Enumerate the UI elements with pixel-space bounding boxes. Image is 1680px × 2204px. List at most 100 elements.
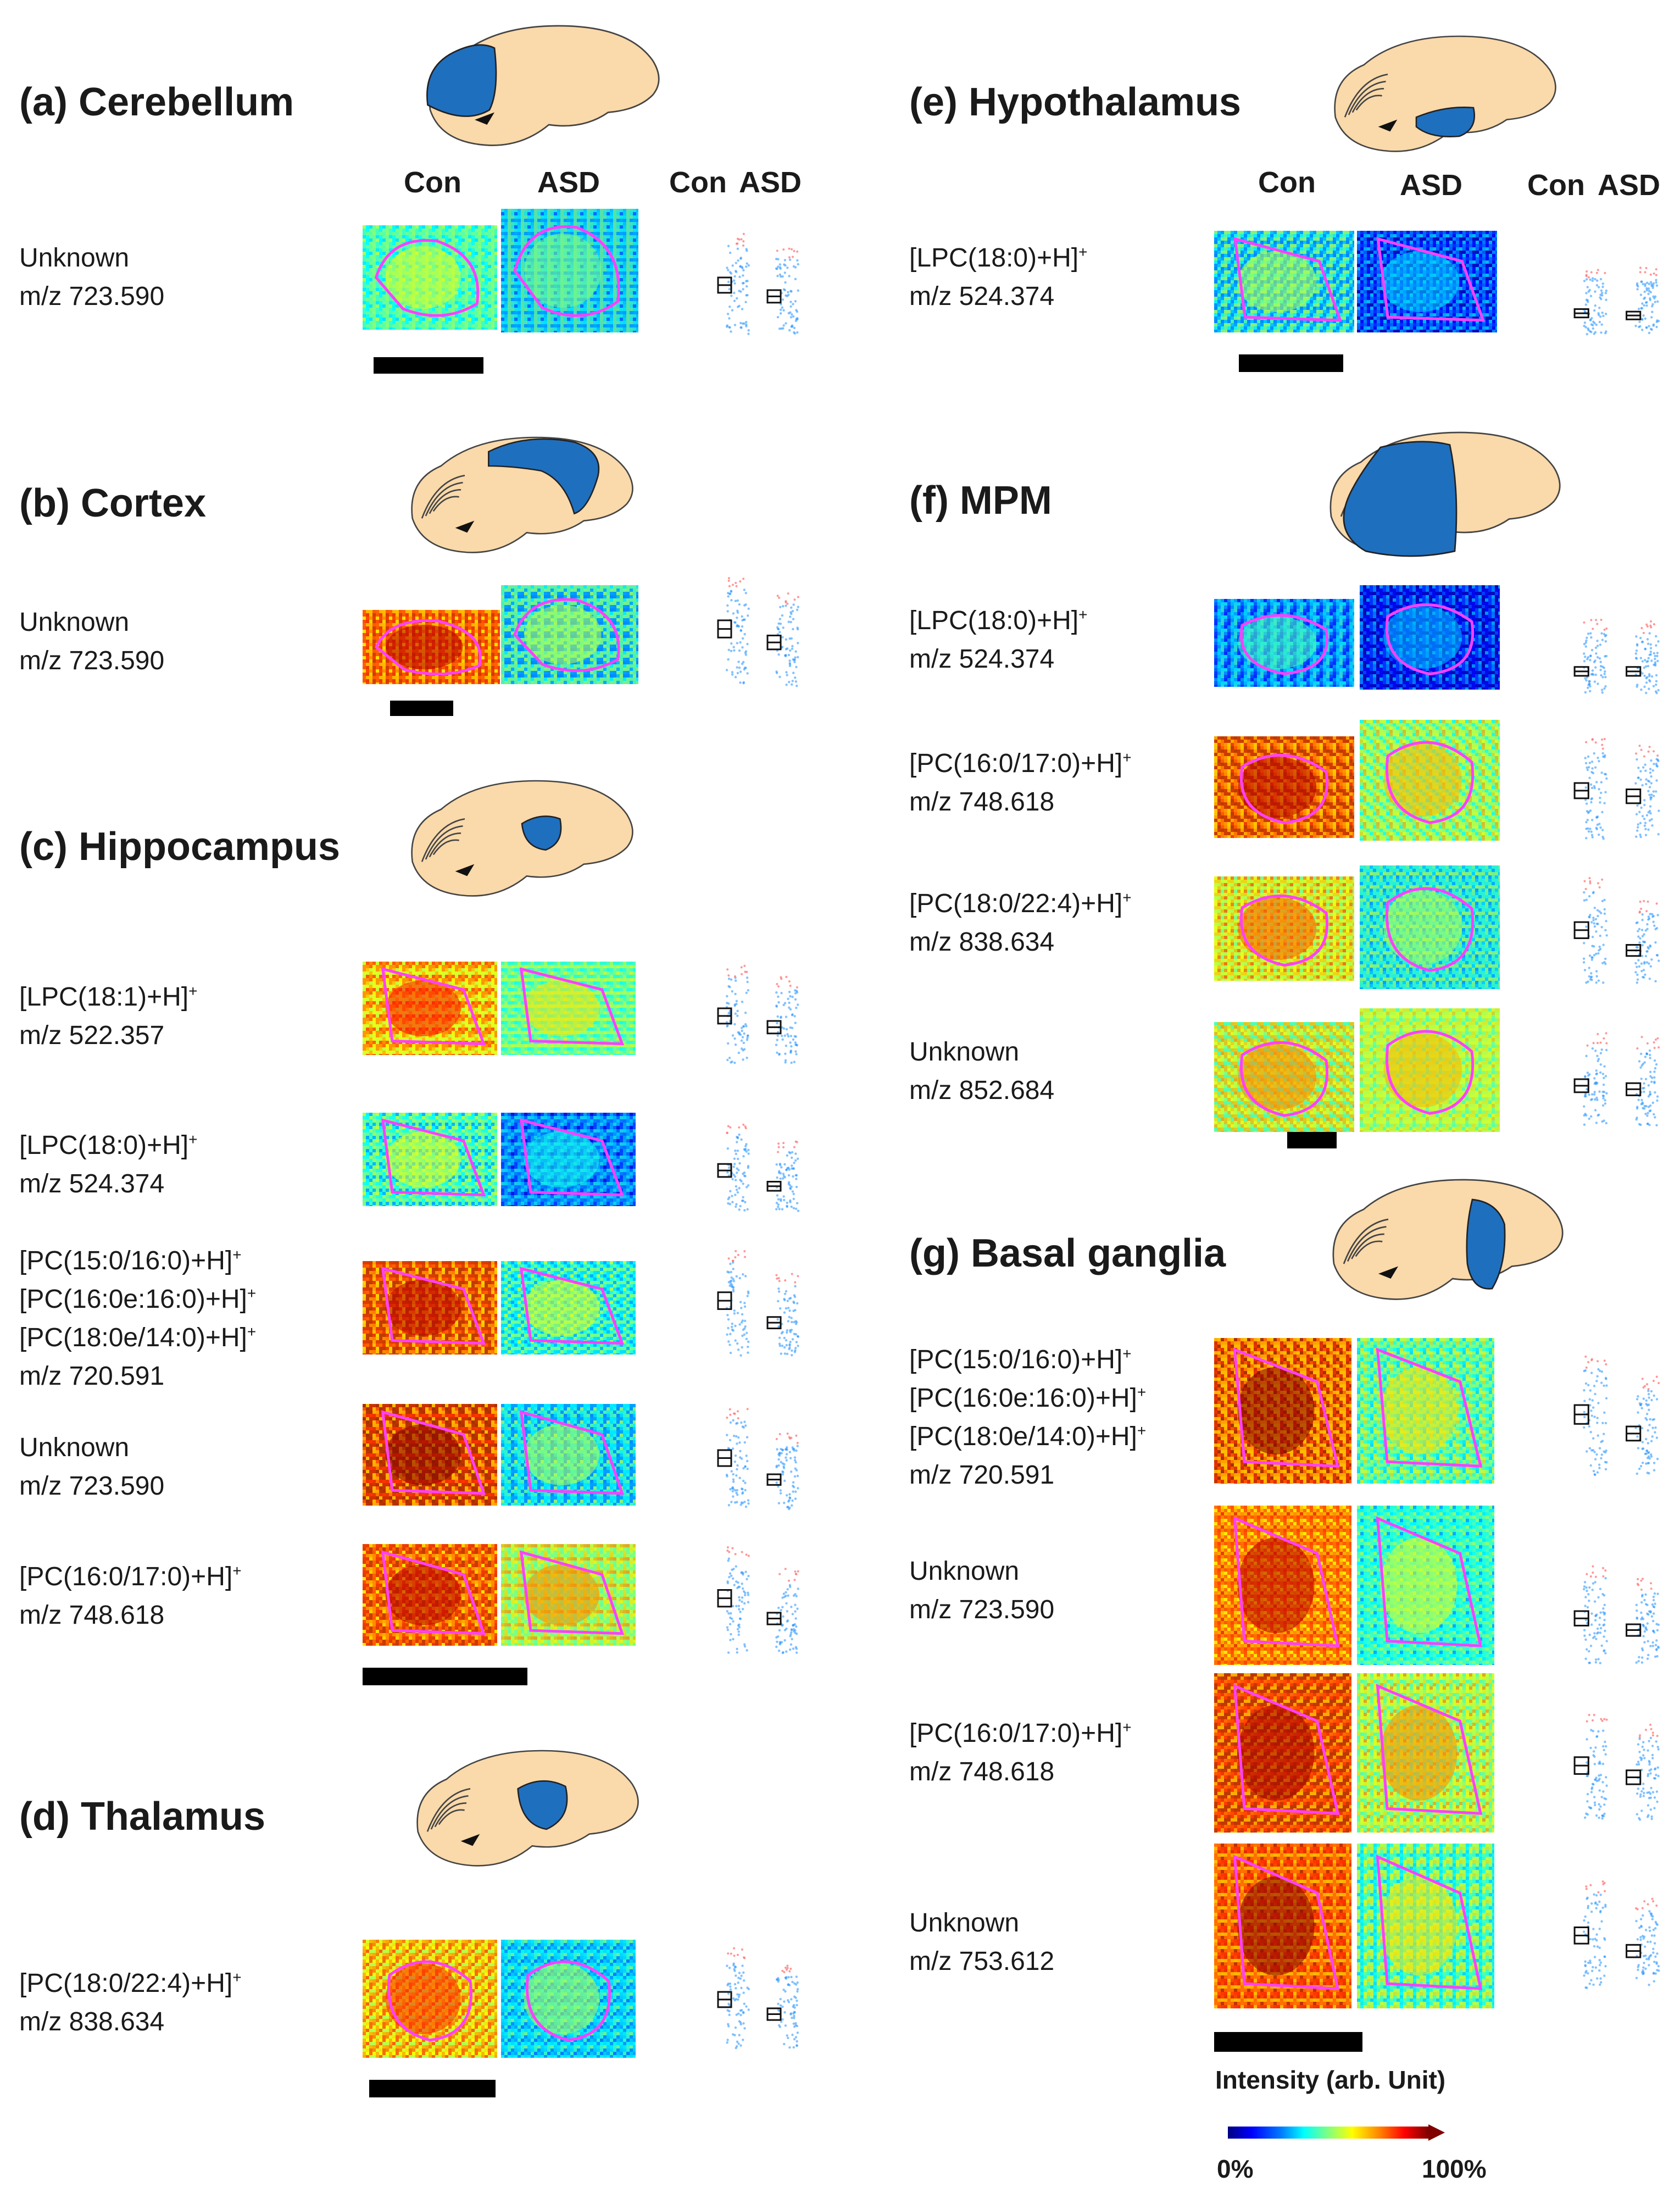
- msi-image-asd: [1357, 1673, 1494, 1833]
- brain-diagram-f: [1280, 418, 1610, 566]
- msi-image-con: [1214, 1506, 1351, 1665]
- column-header-asd: ASD: [1400, 169, 1463, 202]
- metabolite-label: [PC(16:0/17:0)+H]+m/z 748.618: [909, 745, 1132, 821]
- label-text: m/z 522.357: [19, 1021, 165, 1050]
- intensity-boxplot: [695, 1929, 805, 2055]
- label-text: Unknown: [909, 1037, 1020, 1067]
- scale-bar: [369, 2080, 496, 2097]
- metabolite-label: Unknown m/z 753.612: [909, 1904, 1054, 1981]
- label-line: m/z 524.374: [19, 1165, 198, 1203]
- label-text: m/z 524.374: [909, 282, 1055, 311]
- intensity-boxplot: [1550, 566, 1666, 701]
- metabolite-label: [LPC(18:1)+H]+m/z 522.357: [19, 978, 198, 1055]
- msi-image-asd: [501, 1404, 636, 1506]
- msi-image-con: [1214, 1844, 1351, 2008]
- charge-superscript: +: [1122, 889, 1132, 906]
- intensity-boxplot: [695, 1099, 805, 1217]
- label-line: [PC(16:0e:16:0)+H]+: [19, 1280, 256, 1319]
- brain-diagram-b: [368, 423, 676, 566]
- charge-superscript: +: [1122, 1345, 1132, 1362]
- label-line: m/z 723.590: [19, 1467, 164, 1506]
- label-line: [PC(16:0/17:0)+H]+: [909, 1714, 1132, 1753]
- label-line: m/z 748.618: [909, 1753, 1132, 1791]
- msi-image-asd: [1360, 720, 1500, 841]
- msi-image-con: [363, 225, 497, 330]
- label-line: [LPC(18:0)+H]+: [19, 1126, 198, 1165]
- msi-image-con: [363, 1940, 497, 2058]
- label-text: [LPC(18:0)+H]: [909, 606, 1079, 635]
- label-line: [PC(16:0/17:0)+H]+: [19, 1558, 242, 1596]
- label-text: Unknown: [909, 1557, 1020, 1586]
- label-line: m/z 524.374: [909, 277, 1088, 316]
- label-line: [PC(18:0e/14:0)+H]+: [909, 1418, 1146, 1456]
- panel-title-f: (f) MPM: [909, 479, 1052, 523]
- metabolite-label: [PC(18:0/22:4)+H]+m/z 838.634: [909, 885, 1132, 962]
- metabolite-label: [PC(15:0/16:0)+H]+[PC(16:0e:16:0)+H]+[PC…: [909, 1341, 1146, 1495]
- scale-bar: [363, 1668, 527, 1685]
- label-text: m/z 723.590: [19, 1472, 165, 1501]
- label-line: [PC(16:0e:16:0)+H]+: [909, 1379, 1146, 1418]
- label-text: m/z 723.590: [19, 282, 165, 311]
- label-text: m/z 524.374: [19, 1169, 165, 1198]
- label-line: m/z 720.591: [909, 1456, 1146, 1495]
- label-line: [PC(18:0/22:4)+H]+: [19, 1964, 242, 2003]
- msi-image-con: [363, 610, 500, 684]
- plot-header-con: Con: [669, 166, 727, 199]
- brain-diagram-c: [368, 767, 676, 909]
- panel-title-c: (c) Hippocampus: [19, 825, 341, 869]
- label-line: m/z 748.618: [19, 1596, 242, 1635]
- label-text: m/z 748.618: [909, 787, 1055, 817]
- label-text: Unknown: [19, 243, 130, 273]
- metabolite-label: Unknown m/z 723.590: [19, 239, 164, 316]
- label-text: [PC(16:0e:16:0)+H]: [909, 1384, 1137, 1413]
- label-line: m/z 852.684: [909, 1072, 1054, 1110]
- msi-image-asd: [1357, 1338, 1494, 1484]
- label-text: m/z 748.618: [19, 1601, 165, 1630]
- metabolite-label: [PC(18:0/22:4)+H]+m/z 838.634: [19, 1964, 242, 2041]
- label-line: [PC(15:0/16:0)+H]+: [19, 1242, 256, 1280]
- charge-superscript: +: [1137, 1422, 1147, 1439]
- label-text: m/z 723.590: [909, 1595, 1055, 1624]
- label-line: m/z 524.374: [909, 640, 1088, 679]
- label-line: m/z 753.612: [909, 1942, 1054, 1981]
- label-text: [PC(18:0/22:4)+H]: [19, 1969, 233, 1998]
- intensity-boxplot: [1550, 863, 1666, 989]
- metabolite-label: [LPC(18:0)+H]+ m/z 524.374: [19, 1126, 198, 1203]
- msi-image-con: [363, 1261, 497, 1354]
- msi-image-asd: [1357, 1844, 1494, 2008]
- label-text: m/z 748.618: [909, 1757, 1055, 1786]
- charge-superscript: +: [232, 1246, 242, 1263]
- label-text: m/z 720.591: [19, 1362, 165, 1391]
- msi-image-con: [1214, 231, 1354, 332]
- panel-title-b: (b) Cortex: [19, 481, 206, 525]
- label-line: Unknown: [19, 1429, 164, 1467]
- metabolite-label: Unknown m/z 723.590: [19, 1429, 164, 1506]
- msi-image-asd: [501, 209, 638, 332]
- plot-header-asd: ASD: [1598, 169, 1661, 202]
- metabolite-label: [PC(16:0/17:0)+H]+ m/z 748.618: [909, 1714, 1132, 1791]
- msi-image-asd: [501, 1261, 636, 1354]
- msi-image-con: [1214, 599, 1354, 687]
- charge-superscript: +: [1078, 606, 1088, 623]
- charge-superscript: +: [1137, 1384, 1147, 1401]
- metabolite-label: [LPC(18:0)+H]+m/z 524.374: [909, 602, 1088, 679]
- metabolite-label: Unknown m/z 723.590: [909, 1552, 1054, 1629]
- label-line: m/z 720.591: [19, 1357, 256, 1396]
- label-text: [PC(15:0/16:0)+H]: [19, 1246, 233, 1275]
- panel-title-e: (e) Hypothalamus: [909, 80, 1242, 124]
- label-text: [PC(18:0e/14:0)+H]: [909, 1422, 1137, 1451]
- label-line: m/z 723.590: [19, 642, 164, 680]
- label-text: Unknown: [909, 1908, 1020, 1937]
- label-text: m/z 720.591: [909, 1461, 1055, 1490]
- brain-diagram-a: [374, 11, 714, 159]
- msi-image-asd: [1360, 1008, 1500, 1132]
- scale-bar: [374, 357, 483, 374]
- label-line: m/z 748.618: [909, 783, 1132, 821]
- metabolite-label: [PC(16:0/17:0)+H]+ m/z 748.618: [19, 1558, 242, 1635]
- msi-image-con: [1214, 1022, 1354, 1132]
- brain-diagram-e: [1286, 22, 1604, 165]
- label-line: [LPC(18:0)+H]+: [909, 602, 1088, 640]
- scale-bar: [1239, 354, 1343, 372]
- intensity-boxplot: [1550, 1000, 1666, 1132]
- charge-superscript: +: [1122, 749, 1132, 766]
